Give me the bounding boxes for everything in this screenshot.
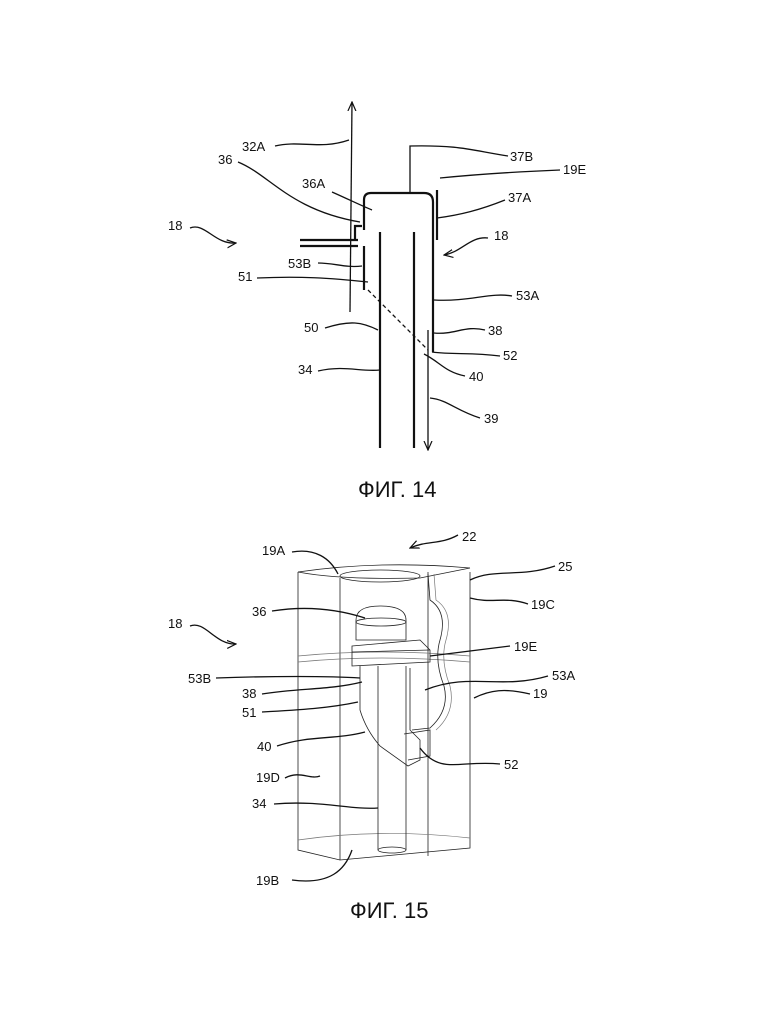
leader-19C <box>470 598 528 604</box>
figure-14-caption: ФИГ. 14 <box>358 477 436 502</box>
leader-53B <box>216 677 360 679</box>
label-40: 40 <box>257 739 271 754</box>
label-52: 52 <box>503 348 517 363</box>
leader-37B <box>410 146 508 193</box>
channel-25 <box>412 574 445 730</box>
channel-25-outer <box>434 574 451 730</box>
block-19-front <box>298 572 470 860</box>
leader-52 <box>420 748 500 765</box>
arrow-18 <box>190 625 236 644</box>
leader-19B <box>292 850 352 881</box>
tube-34-bottom <box>378 847 406 853</box>
label-39: 39 <box>484 411 498 426</box>
label-25: 25 <box>558 559 572 574</box>
label-19E: 19E <box>563 162 586 177</box>
label-51: 51 <box>238 269 252 284</box>
label-38: 38 <box>242 686 256 701</box>
label-34: 34 <box>298 362 312 377</box>
cap-tab <box>355 226 362 240</box>
figure-14: 32A 36 36A 37B 19E 37A 18 18 53B 51 53A … <box>168 102 586 502</box>
leader-34 <box>274 803 378 808</box>
leader-51 <box>262 702 358 712</box>
leader-39 <box>430 398 480 418</box>
cap-36 <box>364 193 433 246</box>
label-51: 51 <box>242 705 256 720</box>
label-19E: 19E <box>514 639 537 654</box>
part-38 <box>360 666 420 766</box>
cup-36-rim <box>356 618 406 626</box>
leader-34 <box>318 369 380 371</box>
top-opening <box>340 570 420 582</box>
label-50: 50 <box>304 320 318 335</box>
label-22: 22 <box>462 529 476 544</box>
label-19B: 19B <box>256 873 279 888</box>
label-53A: 53A <box>552 668 575 683</box>
leader-37A <box>437 200 505 218</box>
label-52: 52 <box>504 757 518 772</box>
arrow-22 <box>410 535 458 548</box>
leader-52 <box>432 352 500 356</box>
label-18-right: 18 <box>494 228 508 243</box>
leader-32A <box>275 140 349 146</box>
leader-38 <box>434 329 485 334</box>
figure-15-caption: ФИГ. 15 <box>350 898 428 923</box>
label-18: 18 <box>168 616 182 631</box>
cup-36 <box>356 606 406 640</box>
label-53B: 53B <box>288 256 311 271</box>
block-19-top-back <box>298 565 470 572</box>
label-18-left: 18 <box>168 218 182 233</box>
label-19C: 19C <box>531 597 555 612</box>
label-36A: 36A <box>302 176 325 191</box>
arrow-18-left <box>190 227 236 243</box>
leader-36 <box>238 162 360 222</box>
label-38: 38 <box>488 323 502 338</box>
dashed-line-50 <box>368 290 428 350</box>
label-36: 36 <box>218 152 232 167</box>
label-19: 19 <box>533 686 547 701</box>
label-36: 36 <box>252 604 266 619</box>
block-19-top-front <box>298 568 470 578</box>
leader-40 <box>277 732 365 746</box>
arrow-18-right <box>444 238 488 255</box>
label-19D: 19D <box>256 770 280 785</box>
leader-19E <box>440 170 560 178</box>
leader-19 <box>474 691 530 698</box>
label-32A: 32A <box>242 139 265 154</box>
leader-38 <box>262 682 362 694</box>
label-53B: 53B <box>188 671 211 686</box>
label-34: 34 <box>252 796 266 811</box>
leader-53B <box>318 263 362 266</box>
leader-36 <box>272 608 365 618</box>
leader-19D <box>285 775 320 778</box>
block-19-bottom-inner <box>298 833 470 840</box>
leader-25 <box>470 566 555 580</box>
label-19A: 19A <box>262 543 285 558</box>
label-40: 40 <box>469 369 483 384</box>
label-37A: 37A <box>508 190 531 205</box>
leader-51 <box>257 277 368 282</box>
label-37B: 37B <box>510 149 533 164</box>
leader-50 <box>325 323 378 330</box>
figure-15: 22 19A 25 18 36 19C 19E 53B 53A 38 19 51… <box>168 529 575 923</box>
leader-53A <box>434 295 512 300</box>
leader-19A <box>292 551 338 574</box>
label-53A: 53A <box>516 288 539 303</box>
leader-53A <box>425 676 548 690</box>
leader-40 <box>424 354 465 376</box>
